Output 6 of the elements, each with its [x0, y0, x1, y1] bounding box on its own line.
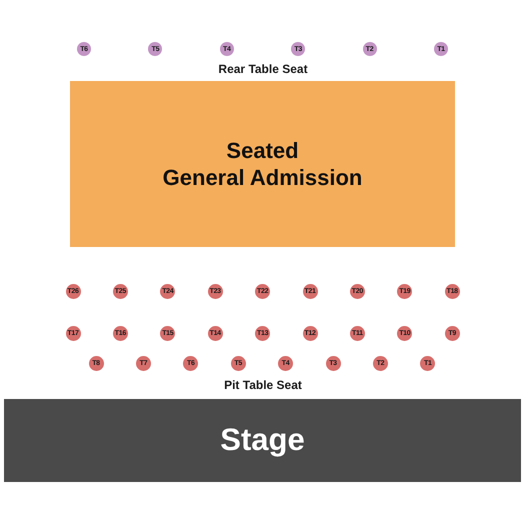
section-caption: Pit Table Seat	[224, 379, 302, 391]
stage-area	[4, 399, 521, 482]
seating-section	[70, 81, 455, 247]
section-caption: Rear Table Seat	[218, 63, 308, 75]
stage-label: Stage	[220, 421, 305, 460]
section-label: Seated General Admission	[162, 136, 362, 192]
